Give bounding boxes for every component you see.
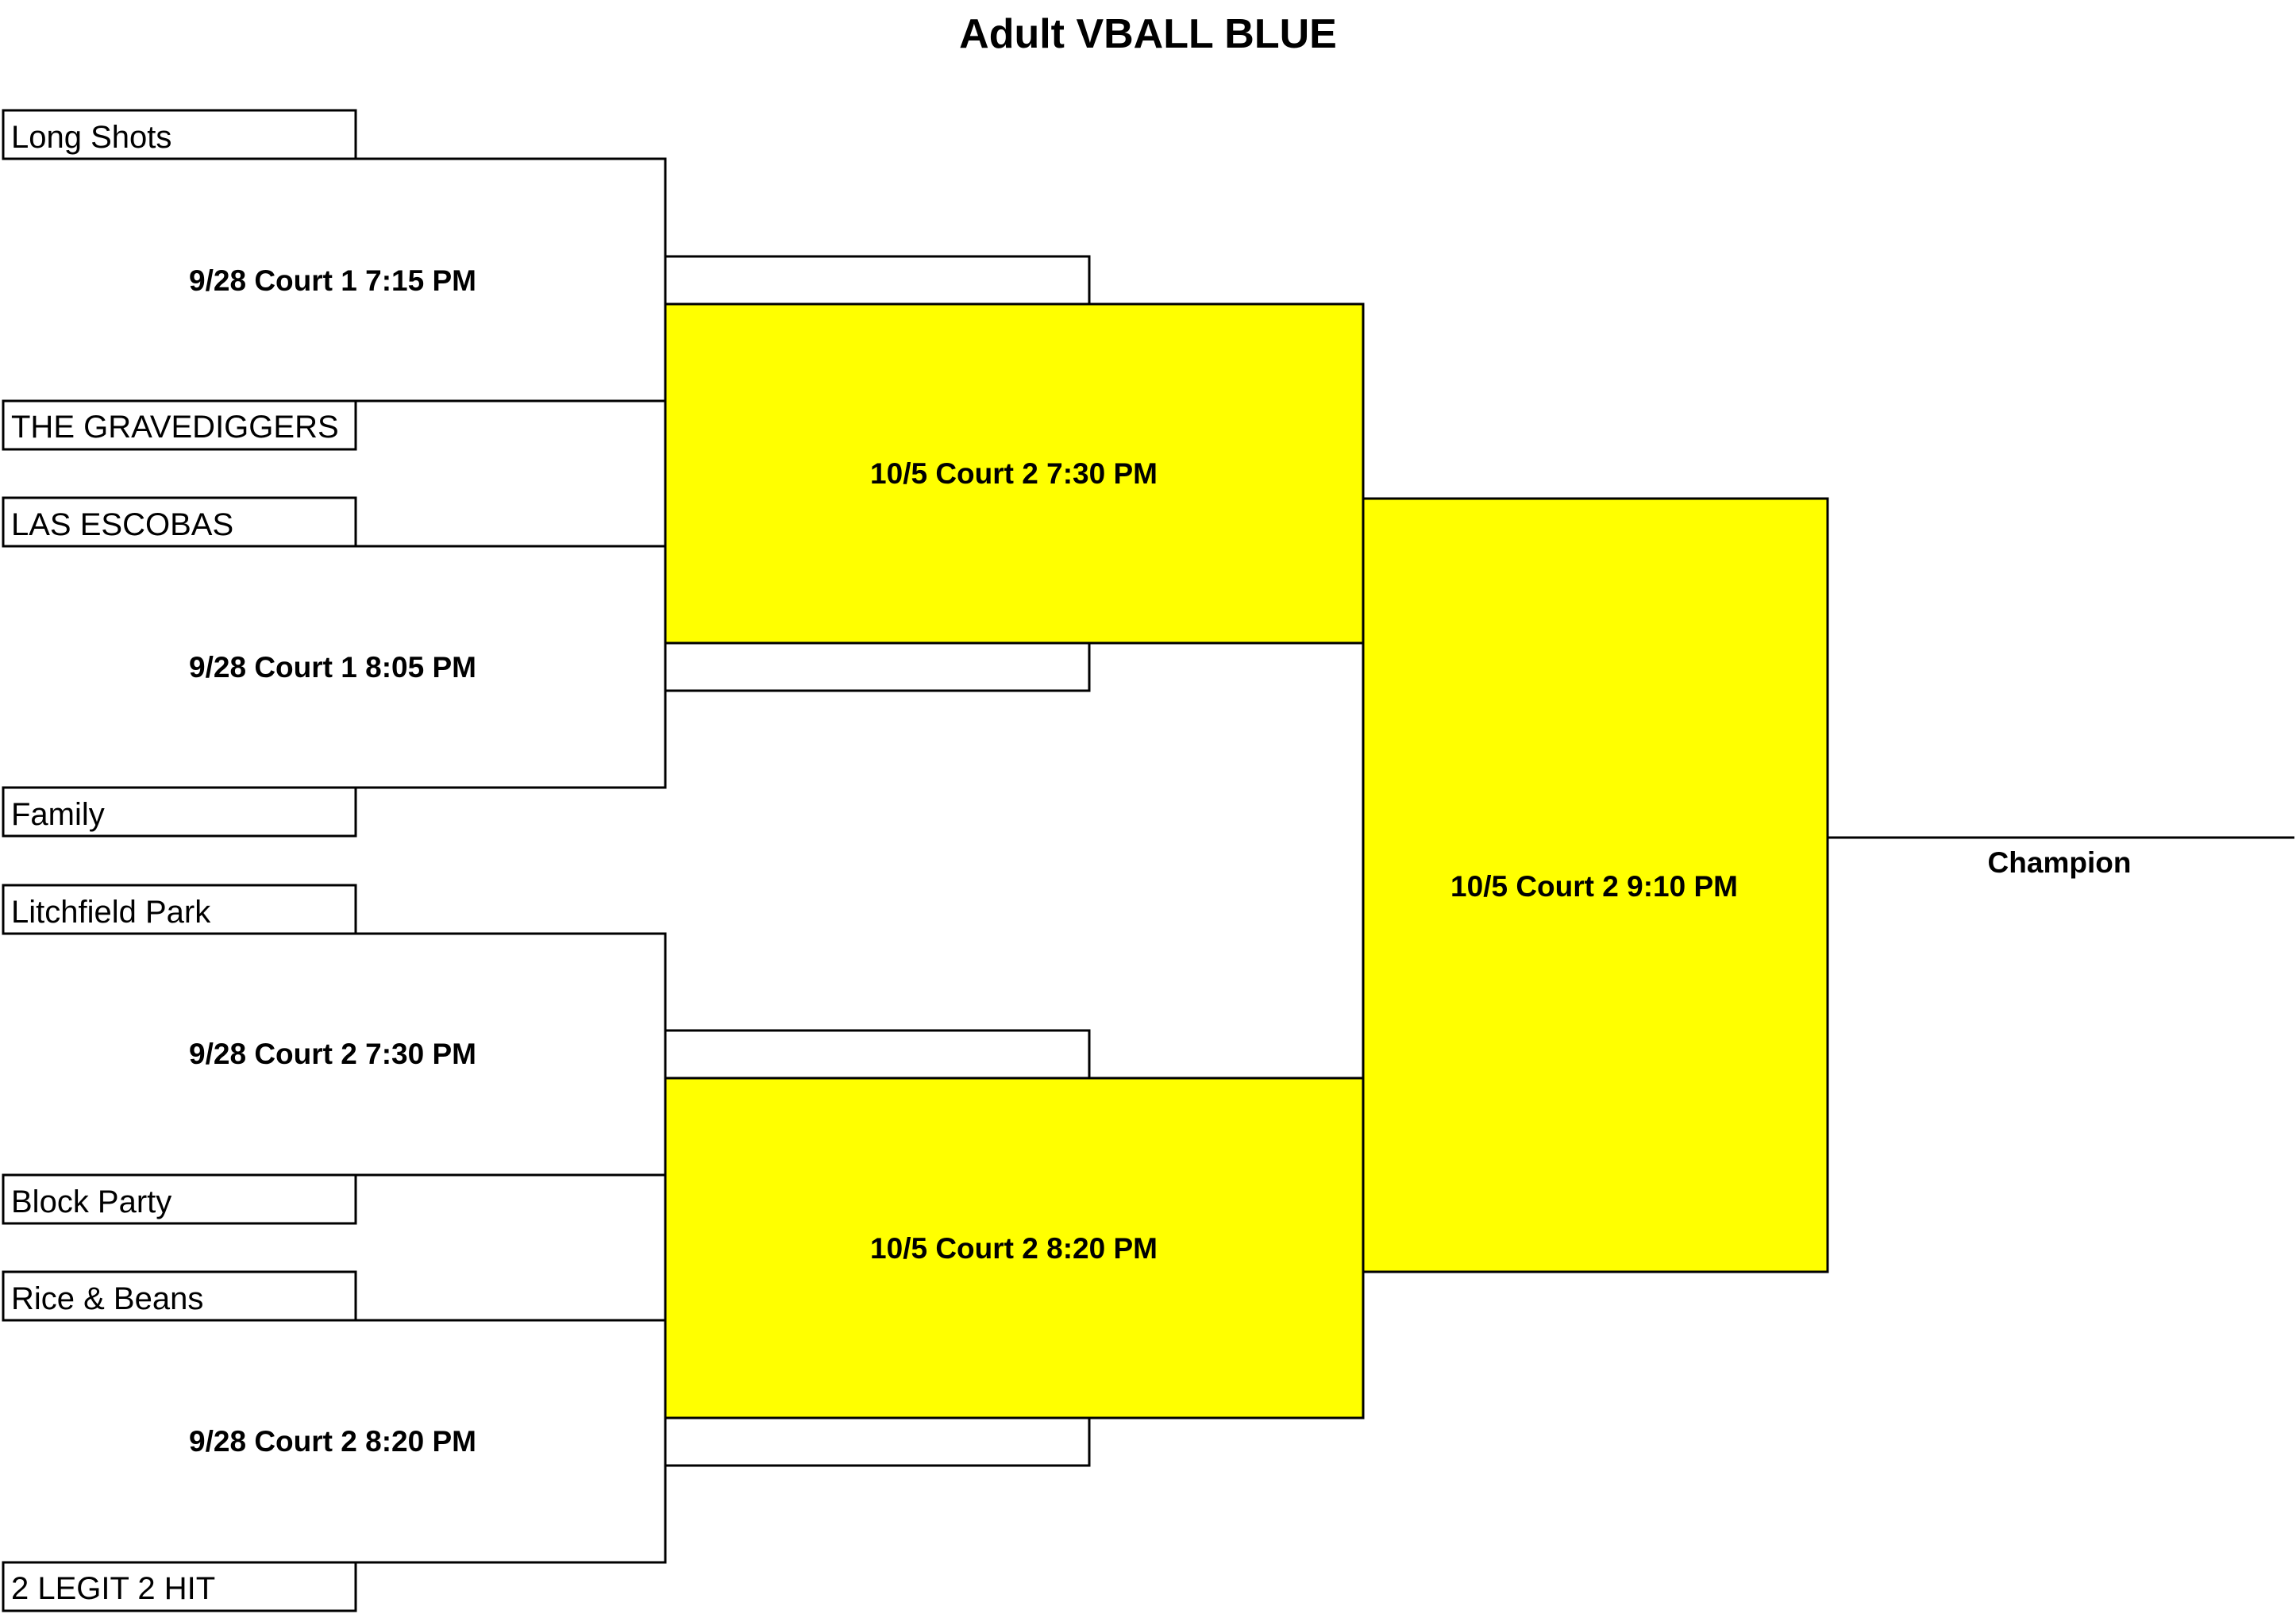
final-game-box: [1362, 497, 1829, 1273]
team-slot-7: [2, 1270, 357, 1322]
champion-label: Champion: [1988, 846, 2132, 879]
team-name: Litchfield Park: [11, 895, 211, 930]
team-name: 2 LEGIT 2 HIT: [11, 1571, 215, 1606]
round1-game-label: 9/28 Court 2 7:30 PM: [189, 1038, 476, 1070]
team-slot-2: [2, 399, 357, 451]
round1-connector-3: [356, 932, 667, 1177]
round2-game-box-1: [664, 302, 1365, 645]
team-slot-5: [2, 884, 357, 935]
team-slot-3: [2, 496, 357, 548]
round2-feeder-2-bottom: [665, 1418, 1091, 1467]
team-slot-6: [2, 1173, 357, 1225]
final-game-label: 10/5 Court 2 9:10 PM: [1450, 870, 1738, 903]
round1-game-label: 9/28 Court 1 7:15 PM: [189, 264, 476, 297]
team-slot-8: [2, 1561, 357, 1612]
team-slot-1: [2, 109, 357, 160]
team-slot-4: [2, 786, 357, 838]
round1-game-label: 9/28 Court 1 8:05 PM: [189, 651, 476, 684]
round2-feeder-1-top: [665, 255, 1091, 304]
round2-game-box-2: [664, 1077, 1365, 1419]
round1-game-label: 9/28 Court 2 8:20 PM: [189, 1425, 476, 1458]
round1-connector-4: [356, 1319, 667, 1564]
team-name: Rice & Beans: [11, 1281, 203, 1316]
team-name: Long Shots: [11, 120, 171, 155]
team-name: LAS ESCOBAS: [11, 507, 233, 542]
round1-connector-1: [356, 157, 667, 403]
round2-feeder-1-bottom: [665, 643, 1091, 692]
round2-feeder-2-top: [665, 1029, 1091, 1078]
team-name: Block Party: [11, 1184, 171, 1219]
round2-game-label: 10/5 Court 2 7:30 PM: [870, 457, 1158, 490]
bracket-title: Adult VBALL BLUE: [959, 11, 1337, 57]
team-name: Family: [11, 797, 105, 832]
round1-connector-2: [356, 545, 667, 789]
round2-game-label: 10/5 Court 2 8:20 PM: [870, 1232, 1158, 1265]
team-name: THE GRAVEDIGGERS: [11, 410, 339, 445]
